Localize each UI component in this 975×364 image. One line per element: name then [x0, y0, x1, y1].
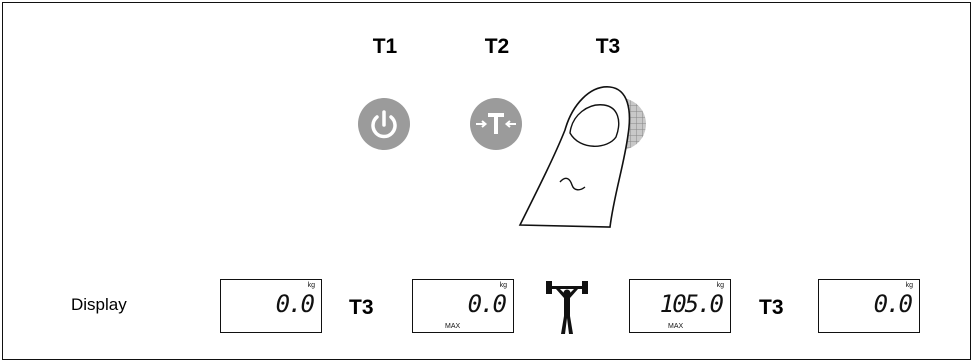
lcd-screen-1: kg 0.0 — [220, 279, 322, 333]
weight-value: 0.0 — [468, 290, 505, 318]
weightlifter-icon — [544, 278, 590, 336]
key-label-t3: T3 — [578, 35, 638, 59]
weight-value: 105.0 — [660, 290, 722, 318]
weight-value: 0.0 — [874, 290, 911, 318]
unit-label: kg — [500, 282, 507, 289]
lcd-screen-2: kg 0.0 MAX — [412, 279, 514, 333]
unit-label: kg — [906, 282, 913, 289]
step-key-t3: T3 — [759, 296, 784, 320]
lcd-screen-3: kg 105.0 MAX — [629, 279, 731, 333]
lcd-screen-4: kg 0.0 — [818, 279, 920, 333]
power-button[interactable] — [358, 98, 410, 150]
key-label-t1: T1 — [355, 35, 415, 59]
display-label: Display — [71, 295, 127, 315]
key-label-t2: T2 — [467, 35, 527, 59]
max-indicator: MAX — [445, 323, 460, 330]
power-icon — [358, 98, 410, 150]
unit-label: kg — [717, 282, 724, 289]
max-indicator: MAX — [668, 323, 683, 330]
step-key-t3: T3 — [349, 296, 374, 320]
weight-value: 0.0 — [276, 290, 313, 318]
finger-press-icon — [510, 75, 660, 235]
unit-label: kg — [308, 282, 315, 289]
